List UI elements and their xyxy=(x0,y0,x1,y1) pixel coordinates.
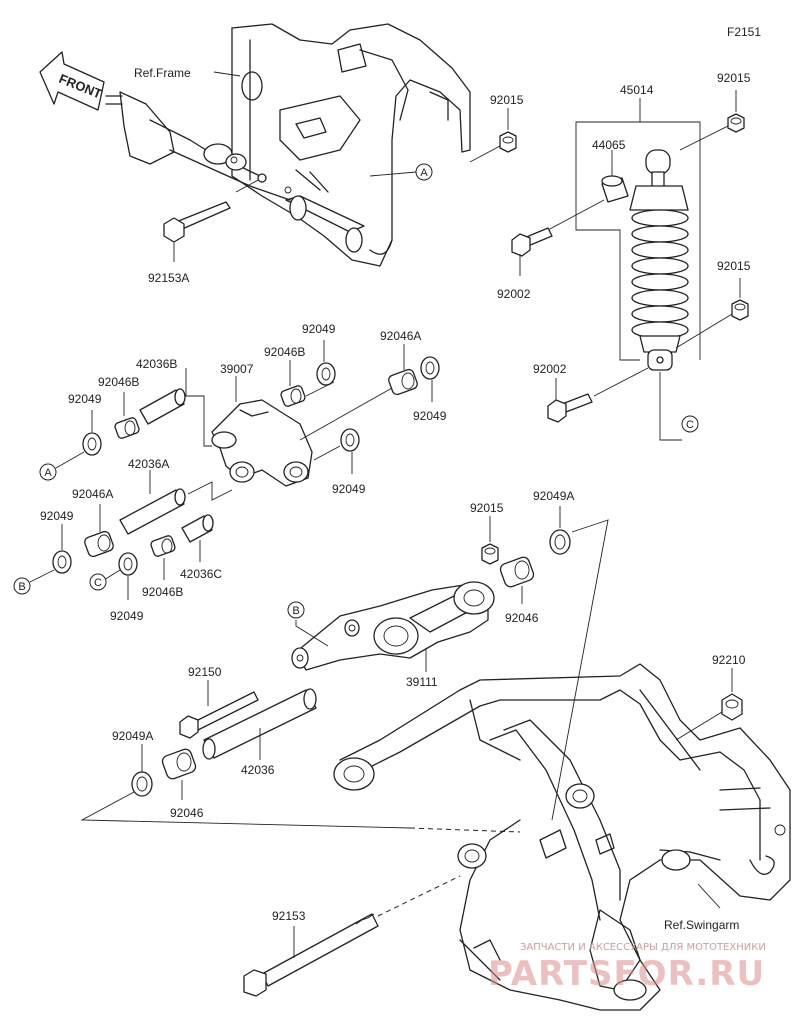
nut-92015-shock-top xyxy=(727,113,745,133)
svg-text:A: A xyxy=(420,167,428,179)
ref-swingarm-label: Ref.Swingarm xyxy=(664,918,739,932)
bolt-92002-upper xyxy=(511,227,553,257)
label-39007: 39007 xyxy=(220,362,254,376)
label-92015-c: 92015 xyxy=(717,259,751,273)
shock-absorber-45014 xyxy=(629,149,689,371)
callout-a-top: A xyxy=(415,163,433,181)
label-92046-2: 92046 xyxy=(170,806,204,820)
label-92049-4: 92049 xyxy=(332,482,366,496)
callout-c-left: C xyxy=(89,573,107,591)
label-39111: 39111 xyxy=(406,675,438,689)
nut-92015-shock-bottom xyxy=(731,299,749,321)
label-92150: 92150 xyxy=(188,665,222,679)
bolt-92150 xyxy=(179,691,259,739)
label-92049-1: 92049 xyxy=(68,392,102,406)
washer-92049A-right xyxy=(549,529,571,555)
label-92046B-3: 92046B xyxy=(142,585,183,599)
nut-92015-frame xyxy=(499,131,517,153)
washer-92049-upper xyxy=(316,362,336,386)
label-92049-3: 92049 xyxy=(413,409,447,423)
label-92046A-1: 92046A xyxy=(380,329,421,343)
collar-44065 xyxy=(601,175,629,203)
nut-92210 xyxy=(721,693,743,721)
bolt-92153A xyxy=(163,173,267,243)
washer-92049-left xyxy=(82,432,102,456)
callout-b-left: B xyxy=(13,577,31,595)
svg-text:A: A xyxy=(44,467,52,479)
label-92049-5: 92049 xyxy=(40,509,74,523)
label-92046A-2: 92046A xyxy=(72,487,113,501)
rocker-arm-39111 xyxy=(291,581,495,671)
bearing-92046-right xyxy=(499,556,535,588)
swingarm-drawing xyxy=(333,663,791,1011)
sleeve-42036 xyxy=(202,688,317,760)
label-92002-a: 92002 xyxy=(497,287,531,301)
label-44065: 44065 xyxy=(592,138,626,152)
label-42036: 42036 xyxy=(241,763,275,777)
bearing-92046B-left xyxy=(114,417,140,439)
callout-a-left: A xyxy=(39,463,57,481)
svg-text:B: B xyxy=(292,605,299,617)
sleeve-42036B xyxy=(139,388,186,425)
label-92049-2: 92049 xyxy=(302,322,336,336)
frame-drawing xyxy=(105,23,471,267)
washer-92049-far-left xyxy=(52,550,72,574)
label-92015-d: 92015 xyxy=(470,501,504,515)
watermark-logo: ЗАПЧАСТИ И АКСЕССУАРЫ ДЛЯ МОТОТЕХНИКИ PA… xyxy=(488,942,766,994)
label-92153A: 92153A xyxy=(148,271,189,285)
svg-text:C: C xyxy=(686,419,694,431)
bearing-92046A-left xyxy=(84,530,114,558)
label-92046B-1: 92046B xyxy=(98,375,139,389)
nut-92015-rocker xyxy=(481,543,499,565)
label-42036B: 42036B xyxy=(136,357,177,371)
label-92049-6: 92049 xyxy=(110,609,144,623)
callout-b-mid: B xyxy=(287,601,305,619)
watermark-tagline: ЗАПЧАСТИ И АКСЕССУАРЫ ДЛЯ МОТОТЕХНИКИ xyxy=(520,942,766,953)
link-39007 xyxy=(211,399,313,487)
figure-code: F2151 xyxy=(727,25,761,39)
bolt-92002-lower xyxy=(547,393,593,423)
label-92015-a: 92015 xyxy=(490,93,524,107)
washer-92049-right xyxy=(420,356,440,380)
bearing-92046A-right xyxy=(388,368,418,396)
watermark-brand: PARTSFOR.RU xyxy=(488,954,765,994)
sleeve-42036C xyxy=(181,514,214,543)
label-92049A-1: 92049A xyxy=(533,489,574,503)
bolt-92153 xyxy=(243,913,379,997)
label-92049A-2: 92049A xyxy=(112,729,153,743)
callout-c-right: C xyxy=(681,415,699,433)
label-92210: 92210 xyxy=(712,653,746,667)
bearing-92046-left xyxy=(161,748,197,780)
washer-92049-lower xyxy=(118,552,138,576)
svg-text:C: C xyxy=(94,577,102,589)
ref-frame-label: Ref.Frame xyxy=(134,66,191,80)
front-arrow-icon: FRONT xyxy=(39,51,105,111)
bearing-92046B-middle xyxy=(280,385,306,407)
label-92002-b: 92002 xyxy=(533,362,567,376)
svg-text:B: B xyxy=(18,581,25,593)
label-92153: 92153 xyxy=(272,909,306,923)
label-92046B-2: 92046B xyxy=(264,345,305,359)
label-92046-1: 92046 xyxy=(505,611,539,625)
label-92015-b: 92015 xyxy=(717,71,751,85)
washer-92049-lower-link xyxy=(340,428,360,452)
washer-92049A-left xyxy=(131,771,153,797)
label-42036A: 42036A xyxy=(128,457,169,471)
sleeve-42036A xyxy=(119,488,186,535)
label-42036C: 42036C xyxy=(180,567,222,581)
label-45014: 45014 xyxy=(620,83,654,97)
bearing-92046B-lower xyxy=(150,535,176,557)
